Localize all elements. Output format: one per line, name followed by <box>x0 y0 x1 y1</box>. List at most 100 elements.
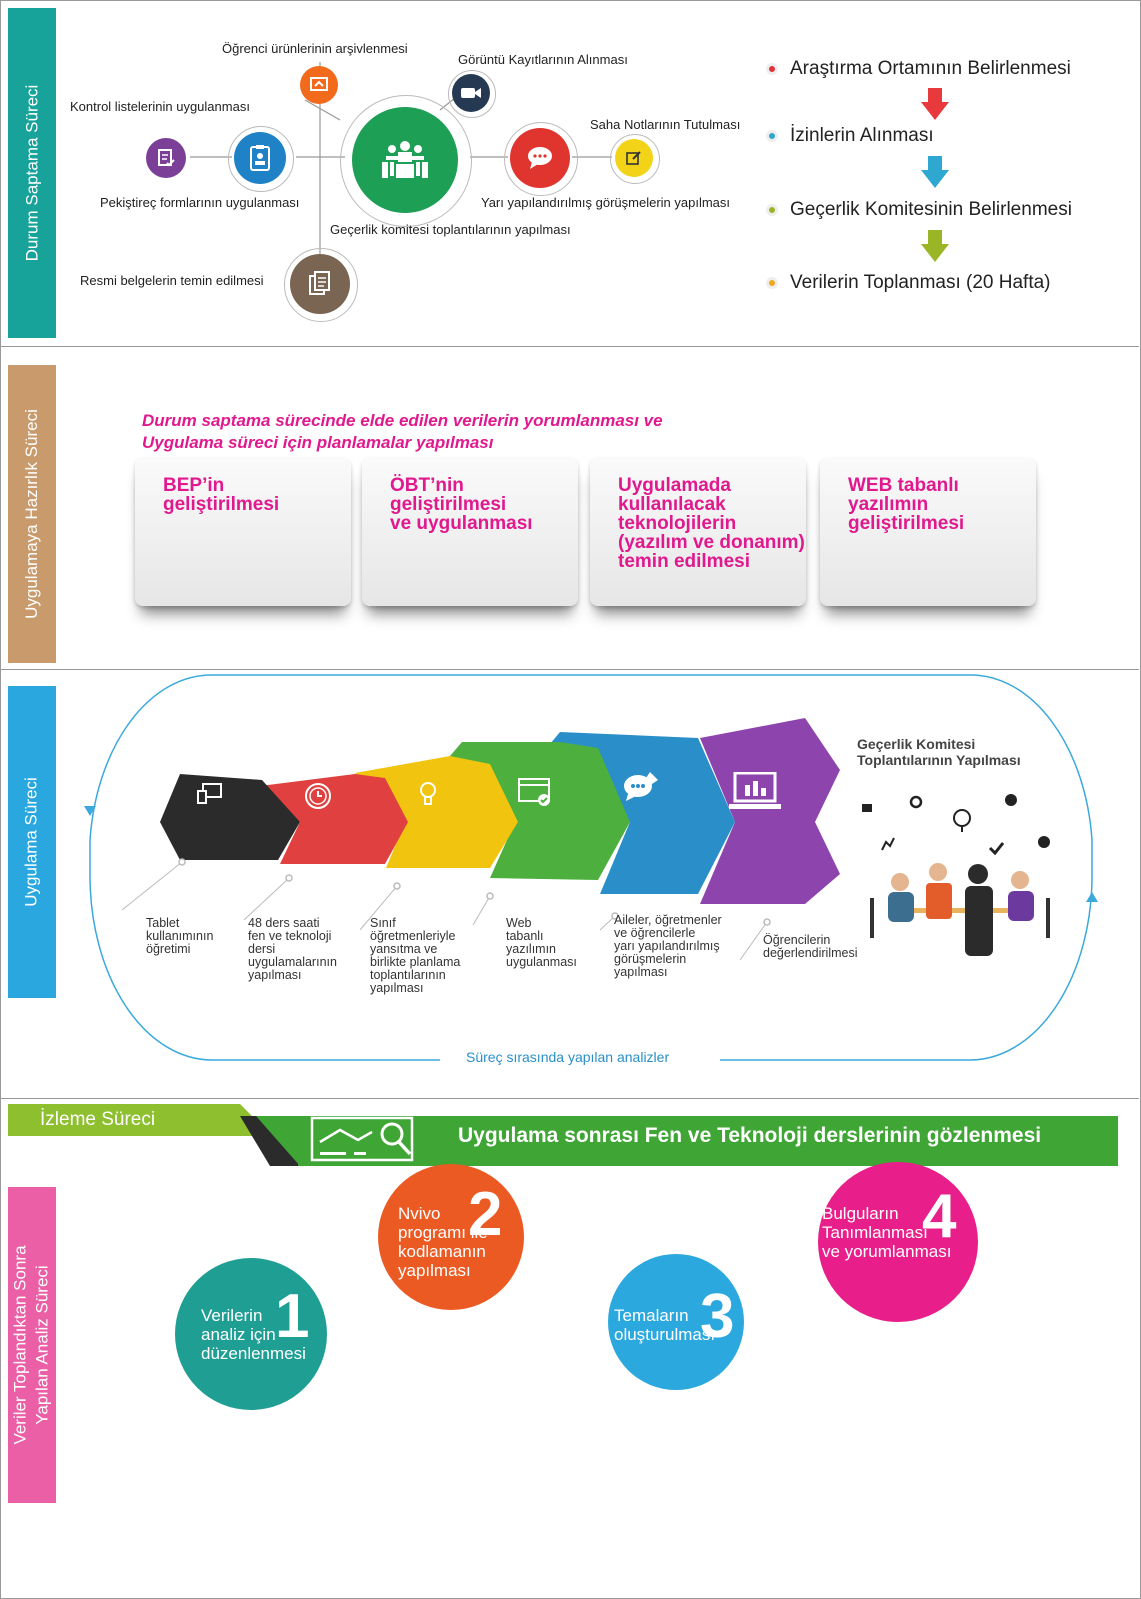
analiz-number-2: 2 <box>468 1180 503 1249</box>
heading-line-2: Uygulama süreci için planlamalar yapılma… <box>142 433 494 452</box>
durum-step-2: İzinlerin Alınması <box>766 125 934 147</box>
izleme-tab-label: İzleme Süreci <box>40 1109 156 1130</box>
clipboard-node <box>234 132 286 184</box>
clipboard-person-icon <box>250 145 270 171</box>
hazirlik-heading: Durum saptama sürecinde elde edilen veri… <box>142 410 663 454</box>
analiz-title-line-1: Veriler Toplandıktan Sonra <box>11 1245 31 1445</box>
icon-chart-small <box>881 837 895 851</box>
clipboard-ring <box>228 126 294 192</box>
durum-step-3: Geçerlik Komitesinin Belirlenmesi <box>766 199 1072 221</box>
durum-step-4: Verilerin Toplanması (20 Hafta) <box>766 272 1051 294</box>
process-chevrons <box>160 718 840 904</box>
analiz-label-3: Temaların oluşturulması <box>614 1306 716 1344</box>
checklist-node <box>146 138 186 178</box>
step-label: Verilerin Toplanması (20 Hafta) <box>790 272 1051 293</box>
step-dot <box>766 63 778 75</box>
komite-title: Geçerlik Komitesi Toplantılarının Yapılm… <box>857 736 1021 768</box>
step-arrows <box>921 88 949 262</box>
arrow-down-blue-icon <box>921 156 949 188</box>
chevron-1 <box>160 774 300 860</box>
step-label-1: Tablet kullanımının öğretimi <box>146 916 214 956</box>
chevron-2 <box>260 774 408 864</box>
analiz-number-3: 3 <box>700 1282 735 1351</box>
step-label: Araştırma Ortamının Belirlenmesi <box>790 58 1071 79</box>
documents-ring <box>284 248 358 322</box>
analiz-circle-1: Verilerin analiz için düzenlenmesi 1 <box>175 1258 327 1410</box>
loop-arrow-left-icon <box>84 806 96 816</box>
analiz-title-line-2: Yapılan Analiz Süreci <box>33 1265 53 1425</box>
label-saha: Saha Notlarının Tutulması <box>590 117 741 132</box>
section-tab-analiz: Veriler Toplandıktan Sonra Yapılan Anali… <box>8 1187 56 1503</box>
analiz-number-4: 4 <box>922 1182 957 1251</box>
arrow-down-red-icon <box>921 88 949 120</box>
camera-ring <box>448 70 496 118</box>
section-tab-durum: Durum Saptama Süreci <box>8 8 56 338</box>
analiz-circle-4: Bulguların Tanımlanması ve yorumlanması … <box>818 1162 978 1322</box>
camera-node <box>452 74 490 112</box>
video-camera-icon <box>461 88 481 98</box>
checklist-icon <box>158 149 175 167</box>
analiz-circle-2: Nvivo programı ile kodlamanın yapılması … <box>378 1164 524 1310</box>
monitor-search-icon <box>310 1116 414 1162</box>
label-ogrenci-urunleri: Öğrenci ürünlerinin arşivlenmesi <box>222 41 408 56</box>
card-text: BEP’in geliştirilmesi <box>163 475 280 515</box>
step-leaders <box>121 858 771 961</box>
clock-icon <box>305 783 331 809</box>
edit-note-icon <box>626 151 641 165</box>
card-teknoloji: Uygulamada kullanılacak teknolojilerin (… <box>590 458 806 606</box>
section-title-analiz: Veriler Toplandıktan Sonra Yapılan Anali… <box>10 1245 54 1444</box>
hub-node <box>352 107 458 213</box>
step-label-5: Aileler, öğretmenler ve öğrencilerle yar… <box>614 913 722 979</box>
chart-laptop-icon <box>729 772 781 809</box>
analiz-number-1: 1 <box>275 1282 310 1351</box>
icon-pie-small <box>1005 794 1017 806</box>
tablet-icon <box>197 783 222 804</box>
heading-line-1: Durum saptama sürecinde elde edilen veri… <box>142 411 663 430</box>
analiz-label-2: Nvivo programı ile kodlamanın yapılması <box>398 1204 488 1280</box>
label-yari: Yarı yapılandırılmış görüşmelerin yapılm… <box>481 195 731 210</box>
label-goruntu: Görüntü Kayıtlarının Alınması <box>458 52 628 67</box>
label-pekistirec: Pekiştireç formlarının uygulanması <box>100 195 300 210</box>
card-text: Uygulamada kullanılacak teknolojilerin (… <box>618 475 805 572</box>
card-text: ÖBT’nin geliştirilmesi ve uygulanması <box>390 475 533 534</box>
uygulama-loop <box>84 674 1098 1061</box>
step-label-3: Sınıf öğretmenleriyle yansıtma ve birlik… <box>370 916 461 995</box>
interview-node <box>510 128 570 188</box>
divider-3 <box>0 1098 1139 1099</box>
step-label-4: Web tabanlı yazılımın uygulanması <box>506 916 577 969</box>
documents-icon <box>309 271 330 295</box>
label-resmi: Resmi belgelerin temin edilmesi <box>80 273 264 288</box>
section-tab-uygulama: Uygulama Süreci <box>8 686 56 998</box>
durum-step-1: Araştırma Ortamının Belirlenmesi <box>766 58 1071 80</box>
interview-ring <box>504 122 578 196</box>
arrow-down-green-icon <box>921 230 949 262</box>
step-label: Geçerlik Komitesinin Belirlenmesi <box>790 199 1072 220</box>
bulb-small-icon <box>953 809 971 832</box>
analiz-label-1: Verilerin analiz için düzenlenmesi <box>201 1306 306 1363</box>
izleme-banner <box>8 1104 1118 1166</box>
card-text: WEB tabanlı yazılımın geliştirilmesi <box>848 475 965 534</box>
icon-check-small <box>988 842 1005 856</box>
hub-ring <box>340 95 472 227</box>
card-obt: ÖBT’nin geliştirilmesi ve uygulanması <box>362 458 578 606</box>
card-bep: BEP’in geliştirilmesi <box>135 458 351 606</box>
komite-line-2: Toplantılarının Yapılması <box>857 752 1021 768</box>
card-web: WEB tabanlı yazılımın geliştirilmesi <box>820 458 1036 606</box>
chat-icon <box>624 772 658 801</box>
chevron-6 <box>700 718 840 904</box>
step-label-6: Öğrencilerin değerlendirilmesi <box>763 933 858 960</box>
step-dot <box>766 277 778 289</box>
icon-refresh-small <box>909 795 923 809</box>
notes-ring <box>610 134 660 184</box>
lightbulb-icon <box>420 782 436 805</box>
archive-node <box>300 66 338 104</box>
meeting-icon <box>382 141 428 178</box>
analiz-circle-3: Temaların oluşturulması 3 <box>608 1254 744 1390</box>
step-dot <box>766 130 778 142</box>
documents-node <box>290 254 350 314</box>
icon-gear-small <box>1038 836 1050 848</box>
meeting-people <box>888 863 1034 956</box>
izleme-banner-text: Uygulama sonrası Fen ve Teknoloji dersle… <box>458 1124 1042 1147</box>
web-icon <box>518 778 550 806</box>
loop-arrow-right-icon <box>1086 892 1098 902</box>
